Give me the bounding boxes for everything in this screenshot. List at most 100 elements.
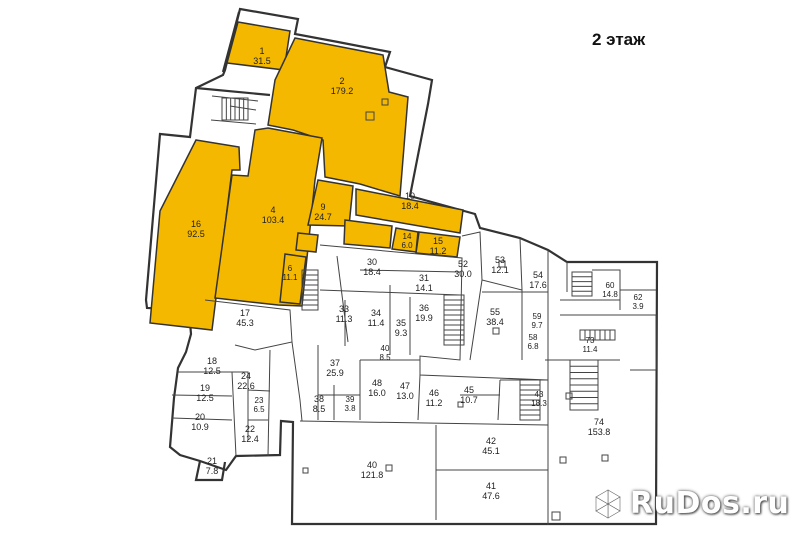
room-number: 47 [400, 381, 410, 391]
highlighted-room-fill [343, 219, 393, 249]
room-area: 19.9 [415, 313, 433, 323]
watermark: RuDos.ru [592, 482, 792, 526]
partition-line [210, 119, 257, 125]
highlighted-room-fill [295, 232, 319, 253]
room-number: 16 [191, 219, 201, 229]
room-area: 31.5 [253, 56, 271, 66]
room-number: 17 [240, 308, 250, 318]
room-number: 24 [241, 371, 251, 381]
stairwell [443, 294, 465, 346]
room-number: 40 [367, 460, 377, 470]
room-number: 60 [606, 281, 615, 290]
room-fills [149, 21, 464, 331]
room-number: 74 [594, 417, 604, 427]
wall-outline [195, 86, 271, 97]
fixture-square [601, 454, 609, 462]
room-area: 6.5 [253, 405, 265, 414]
interior-lines [171, 95, 657, 525]
room-area: 3.9 [632, 302, 644, 311]
room-area: 12.4 [241, 434, 259, 444]
wall-outline [194, 460, 227, 482]
room-area: 47.6 [482, 491, 500, 501]
room-area: 18.3 [531, 399, 547, 408]
room-number: 14 [403, 232, 412, 241]
room-area: 8.5 [379, 353, 391, 362]
room-number: 18 [207, 356, 217, 366]
room-area: 10.7 [460, 395, 478, 405]
fixture-square [385, 464, 393, 472]
fixture-square [365, 111, 375, 121]
stairwell [569, 359, 599, 411]
room-area: 11.4 [368, 318, 385, 328]
partition-line [178, 371, 249, 440]
room-number: 6 [288, 264, 293, 273]
room-number: 33 [339, 304, 349, 314]
room-number: 15 [433, 236, 443, 246]
room-number: 52 [458, 259, 468, 269]
building-walls [144, 7, 659, 526]
room-number: 19 [200, 383, 210, 393]
partition-line [319, 289, 461, 296]
room-area: 24.7 [314, 212, 332, 222]
room-number: 62 [634, 293, 643, 302]
room-area: 38.4 [486, 317, 504, 327]
stairwell [579, 329, 616, 341]
room-number: 48 [372, 378, 382, 388]
partition-line [291, 341, 303, 422]
room-area: 179.2 [331, 86, 354, 96]
partition-line [461, 231, 523, 360]
highlighted-room-fill [415, 231, 461, 258]
room-area: 22.6 [237, 381, 255, 391]
room-area: 3.8 [344, 404, 356, 413]
room-area: 11.2 [426, 398, 443, 408]
room-area: 9.7 [531, 321, 543, 330]
room-number: 34 [371, 308, 381, 318]
room-area: 14.1 [415, 283, 433, 293]
partition-line [171, 417, 233, 421]
room-number: 53 [495, 255, 505, 265]
partition-line [231, 371, 237, 457]
room-area: 11.1 [283, 273, 299, 282]
highlighted-room-fill [355, 188, 464, 234]
highlighted-room-fill [279, 253, 307, 305]
partition-line [299, 420, 549, 426]
room-number: 1 [259, 46, 264, 56]
room-number: 73 [586, 336, 595, 345]
room-number: 2 [339, 76, 344, 86]
fixture-square [492, 327, 500, 335]
floor-title: 2 этаж [592, 30, 646, 49]
room-number: 46 [429, 388, 439, 398]
partition-line [417, 374, 421, 421]
room-number: 9 [320, 202, 325, 212]
room-number: 43 [535, 390, 544, 399]
room-number: 4 [270, 205, 275, 215]
room-number: 41 [486, 481, 496, 491]
partition-line [592, 269, 621, 310]
rudos-logo-icon [595, 489, 621, 519]
stairwell [519, 379, 541, 421]
room-number: 22 [245, 424, 255, 434]
room-area: 7.8 [206, 466, 219, 476]
room-area: 12.5 [203, 366, 221, 376]
room-area: 10.9 [191, 422, 209, 432]
stairwell [571, 271, 593, 297]
room-number: 38 [314, 394, 324, 404]
room-number: 54 [533, 270, 543, 280]
room-area: 121.8 [361, 470, 384, 480]
room-number: 23 [255, 396, 264, 405]
room-area: 8.5 [313, 404, 326, 414]
fixture-square [565, 392, 573, 400]
fixture-square [559, 456, 567, 464]
partition-line [359, 269, 461, 273]
room-number: 55 [490, 307, 500, 317]
partition-line [620, 314, 657, 371]
room-area: 103.4 [262, 215, 285, 225]
partition-line [336, 255, 349, 343]
room-area: 11.2 [430, 246, 447, 256]
fixture-square [498, 260, 506, 268]
room-area: 45.3 [236, 318, 254, 328]
partition-line [171, 394, 233, 397]
highlighted-room-fill [267, 37, 409, 197]
